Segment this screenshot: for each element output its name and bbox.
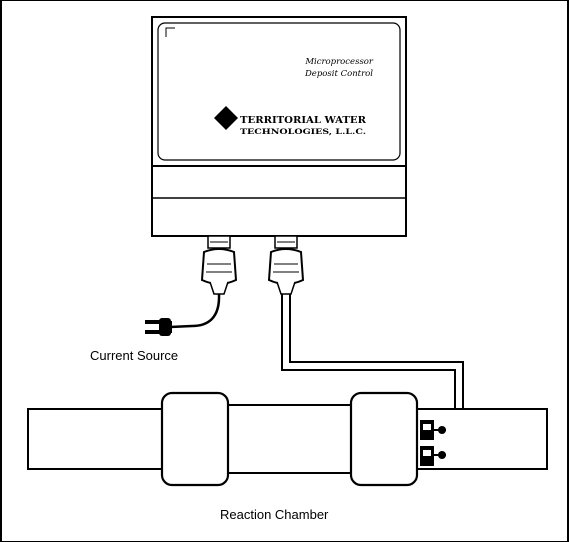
panel-corner-mark <box>165 27 175 37</box>
diamond-logo-icon <box>214 106 238 130</box>
pipe-left-segment <box>27 408 172 470</box>
control-box: Microprocessor Deposit Control TERRITORI… <box>151 16 407 237</box>
reaction-chamber-label: Reaction Chamber <box>220 507 329 522</box>
reaction-chamber <box>160 391 446 487</box>
cable-gland-right <box>267 235 305 295</box>
control-box-base <box>151 165 407 237</box>
cable-gland-left <box>200 235 238 295</box>
panel-label-line1: Microprocessor <box>304 57 374 67</box>
control-box-inner-panel <box>157 22 401 161</box>
chamber-left-cap <box>160 391 230 487</box>
current-source-label: Current Source <box>90 348 178 363</box>
control-box-front-panel <box>151 16 407 167</box>
brand-name-line2: TECHNOLOGIES, L.L.C. <box>240 127 366 136</box>
terminal-block <box>420 420 446 466</box>
plug-icon <box>145 318 172 336</box>
power-cord <box>169 293 221 329</box>
chamber-right-cap <box>349 391 419 487</box>
panel-label-line2: Deposit Control <box>304 69 373 79</box>
brand-name-line1: TERRITORIAL WATER <box>240 115 366 126</box>
chamber-body <box>225 404 363 474</box>
